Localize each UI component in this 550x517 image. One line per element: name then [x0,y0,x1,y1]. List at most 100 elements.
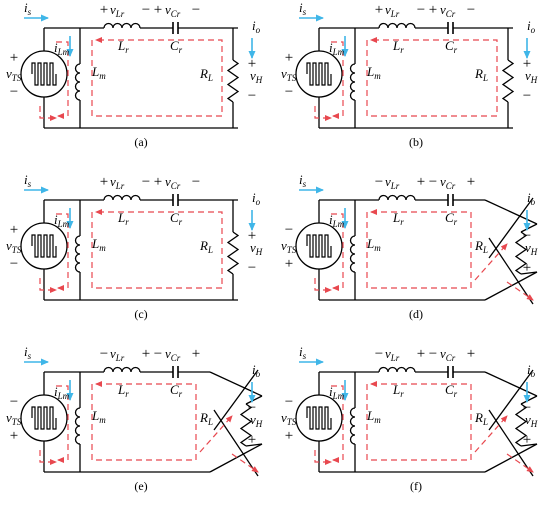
lr-label: Lr [117,382,129,399]
cr-label: Cr [445,382,458,399]
vts-polarity-sign: − [285,394,293,410]
cross-wire [488,369,534,431]
rl-label: RL [474,238,488,255]
vcr-label: vCr [165,346,181,363]
current-loop-arrow [39,106,57,121]
vts-label: vTS [6,66,22,83]
is-label: is [24,172,32,189]
square-wave-icon [31,406,57,430]
vlr-polarity-sign: − [142,2,150,18]
load-resistor [514,231,528,275]
vcr-polarity-sign: − [467,2,475,18]
io-label: io [527,362,536,379]
vh-polarity-sign: − [523,400,531,416]
square-wave-icon [31,234,57,258]
inductor-lr [378,366,416,373]
current-loop-arrow [314,278,332,293]
current-loop-arrow [56,213,69,291]
is-label: is [24,344,32,361]
panel-caption: (f) [410,479,422,493]
current-loop-arrow [331,41,344,119]
current-loop-arrow [331,213,344,291]
inductor-lm [74,235,81,273]
cross-wire [484,371,538,397]
current-loop-arrow [366,209,472,289]
cr-label: Cr [170,38,183,55]
vts-label: vTS [281,238,297,255]
cross-wire [245,443,263,447]
cross-wire [209,371,263,397]
cr-label: Cr [170,382,183,399]
vlr-polarity-sign: + [142,346,150,362]
inductor-lm [349,235,356,273]
vlr-polarity-sign: + [375,2,383,18]
cross-loop-arrow [474,415,508,453]
vh-polarity-sign: + [523,56,531,72]
inductor-lm [74,407,81,445]
lm-label: Lm [91,64,106,81]
vts-polarity-sign: + [285,50,293,66]
vts-label: vTS [6,410,22,427]
vcr-polarity-sign: − [154,346,162,362]
vh-label: vH [250,412,263,429]
vlr-label: vLr [110,174,125,191]
inductor-lr [378,194,416,201]
vh-polarity-sign: + [523,260,531,276]
vts-polarity-sign: + [285,428,293,444]
vts-polarity-sign: + [10,50,18,66]
cr-label: Cr [445,38,458,55]
vcr-polarity-sign: + [429,2,437,18]
ilm-label: iLm [329,212,345,229]
vh-label: vH [250,240,263,257]
ilm-label: iLm [54,384,70,401]
vlr-label: vLr [385,346,400,363]
lm-label: Lm [91,408,106,425]
vlr-polarity-sign: − [375,174,383,190]
vlr-polarity-sign: − [375,346,383,362]
vcr-polarity-sign: − [429,346,437,362]
current-loop-arrow [314,450,332,465]
cross-loop-arrow [506,281,534,301]
vlr-polarity-sign: + [100,174,108,190]
current-loop-arrow [314,106,332,121]
vlr-label: vLr [385,2,400,19]
rl-label: RL [199,66,213,83]
current-loop-arrow [91,209,223,289]
vts-polarity-sign: − [285,84,293,100]
lm-label: Lm [366,64,381,81]
current-loop-arrow [331,385,344,463]
is-label: is [299,172,307,189]
load-resistor [239,403,253,447]
inductor-lr [103,22,141,29]
vlr-polarity-sign: − [417,2,425,18]
vcr-label: vCr [165,174,181,191]
lr-label: Lr [117,210,129,227]
vcr-label: vCr [440,346,456,363]
lm-label: Lm [91,236,106,253]
vlr-label: vLr [110,346,125,363]
vts-polarity-sign: + [10,428,18,444]
ilm-label: iLm [54,40,70,57]
current-loop-arrow [366,37,498,117]
square-wave-icon [306,406,332,430]
panel-caption: (b) [409,135,423,149]
load-resistor [501,59,515,103]
vcr-polarity-sign: − [192,2,200,18]
panel-caption: (e) [134,479,147,493]
cross-wire [484,271,538,301]
panel-caption: (c) [134,307,147,321]
panel-caption: (d) [409,307,423,321]
cross-wire [484,199,538,225]
io-label: io [252,190,261,207]
ilm-label: iLm [329,40,345,57]
ilm-label: iLm [329,384,345,401]
cross-loop-arrow [506,453,534,473]
is-label: is [299,344,307,361]
cross-loop-arrow [474,243,508,281]
